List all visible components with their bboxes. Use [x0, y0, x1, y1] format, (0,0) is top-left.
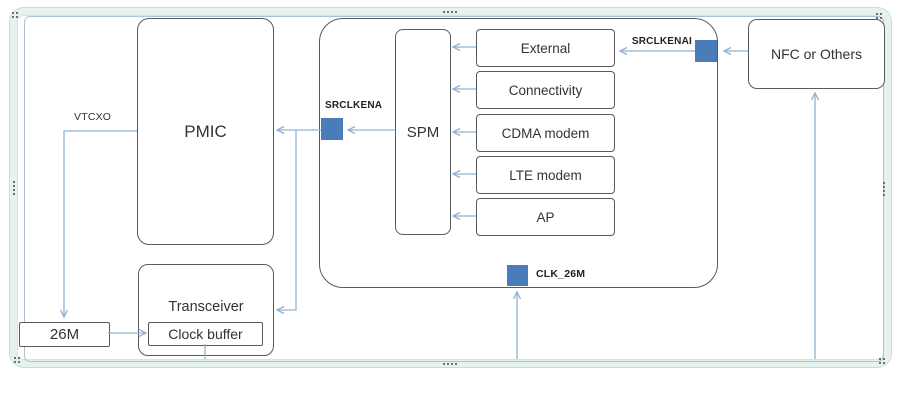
transceiver-label: Transceiver	[168, 299, 244, 315]
selection-handle-bottom-left[interactable]	[14, 357, 22, 363]
selection-handle-top-left[interactable]	[12, 12, 20, 18]
client-box-connectivity[interactable]: Connectivity	[476, 71, 615, 109]
clk26m-port-square[interactable]	[507, 265, 528, 286]
selection-handle-top-right[interactable]	[876, 13, 884, 19]
crystal-26m-box[interactable]: 26M	[19, 322, 110, 347]
srclkenai-port-square[interactable]	[695, 40, 717, 62]
pmic-label: PMIC	[184, 121, 227, 141]
selected-object-frame[interactable]	[10, 8, 891, 367]
spm-label: SPM	[406, 123, 440, 141]
diagram-border	[24, 16, 884, 362]
client-box-lte-modem[interactable]: LTE modem	[476, 156, 615, 194]
selection-handle-bottom-right[interactable]	[879, 358, 887, 364]
lte-modem-label: LTE modem	[509, 167, 582, 183]
clock-buffer-box[interactable]: Clock buffer	[148, 322, 263, 346]
client-box-ap[interactable]: AP	[476, 198, 615, 236]
cdma-modem-label: CDMA modem	[501, 125, 590, 141]
clk26m-signal-label: CLK_26M	[536, 268, 586, 280]
client-box-cdma-modem[interactable]: CDMA modem	[476, 114, 615, 152]
selection-handle-top-center[interactable]	[443, 11, 457, 13]
selection-handle-right-center[interactable]	[883, 182, 885, 196]
srclkena-port-square[interactable]	[321, 118, 343, 140]
selection-handle-left-center[interactable]	[13, 181, 15, 195]
srclkenai-signal-label: SRCLKENAI	[631, 36, 692, 47]
external-label: External	[520, 40, 571, 56]
clock-buffer-label: Clock buffer	[168, 326, 243, 342]
nfc-label: NFC or Others	[770, 46, 862, 62]
client-box-external[interactable]: External	[476, 29, 615, 67]
spm-box[interactable]: SPM	[395, 29, 451, 235]
crystal-26m-label: 26M	[49, 326, 80, 343]
selection-handle-bottom-center[interactable]	[443, 363, 457, 365]
pmic-box[interactable]: PMIC	[137, 18, 274, 245]
connectivity-label: Connectivity	[508, 82, 583, 98]
nfc-box[interactable]: NFC or Others	[748, 19, 885, 89]
srclkena-signal-label: SRCLKENA	[325, 100, 383, 111]
ap-label: AP	[536, 209, 555, 225]
vtcxo-signal-label: VTCXO	[74, 111, 112, 123]
